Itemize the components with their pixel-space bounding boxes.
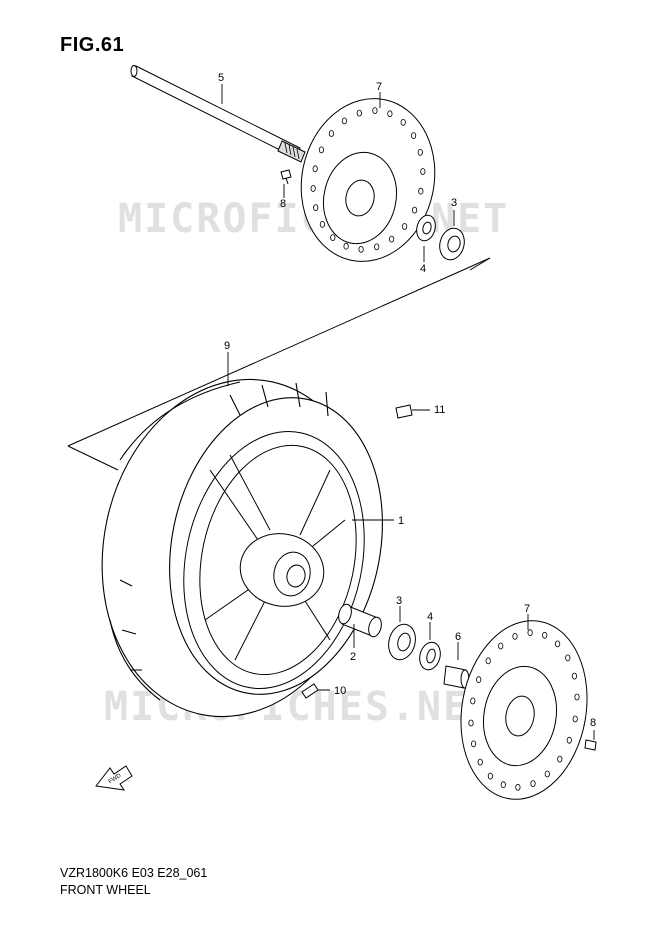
- disc-hole: [343, 242, 349, 250]
- disc-hole: [565, 654, 571, 662]
- callout-11: 11: [434, 404, 445, 416]
- callout-5: 5: [218, 72, 224, 84]
- disc-hole: [512, 633, 518, 640]
- disc-hole: [476, 676, 482, 684]
- disc-hole: [418, 187, 424, 195]
- disc-hole: [566, 736, 572, 744]
- disc-hole: [401, 223, 408, 230]
- disc-hole: [400, 119, 406, 126]
- disc-hole: [574, 693, 580, 701]
- disc-hole: [356, 109, 362, 117]
- disc-hole: [530, 780, 536, 787]
- disc-hole: [328, 130, 334, 137]
- bolt-lower: [584, 739, 597, 751]
- disc-hole: [470, 740, 477, 748]
- callout-7-upper: 7: [376, 81, 382, 93]
- brake-disc-lower: [460, 620, 588, 800]
- callout-2: 2: [350, 651, 356, 663]
- disc-hole: [470, 697, 476, 705]
- disc-hole: [515, 783, 521, 791]
- disc-hole: [554, 640, 561, 648]
- disc-hole: [571, 672, 578, 680]
- callout-8-upper: 8: [280, 198, 286, 210]
- tire-valve: [301, 683, 330, 699]
- disc-hole: [477, 758, 483, 766]
- bolt-upper: [280, 169, 292, 185]
- disc-hole: [410, 132, 417, 140]
- forward-arrow-icon: FWD: [95, 765, 133, 791]
- wheel-rim: [183, 431, 365, 689]
- callout-6: 6: [455, 631, 461, 643]
- callout-1: 1: [398, 515, 404, 527]
- bearing-lower: [388, 623, 416, 661]
- oil-seal-upper: [416, 214, 436, 242]
- disc-hole: [485, 657, 491, 665]
- disc-hole: [468, 719, 474, 727]
- disc-hole: [411, 206, 418, 214]
- disc-hole: [388, 235, 395, 243]
- balance-weight: [395, 404, 430, 419]
- figure-title: FIG.61: [60, 34, 125, 56]
- disc-hole: [420, 168, 426, 175]
- disc-hole: [374, 243, 380, 251]
- disc-hole: [544, 770, 550, 778]
- disc-hole: [330, 234, 336, 242]
- disc-hole: [572, 715, 578, 723]
- disc-hole: [387, 110, 393, 118]
- spacer: [338, 603, 382, 638]
- disc-hole: [358, 245, 364, 253]
- disc-hole: [487, 772, 493, 780]
- disc-hole: [542, 631, 548, 639]
- callout-8-lower: 8: [590, 717, 596, 729]
- callout-9: 9: [224, 340, 230, 352]
- disc-hole: [500, 781, 506, 789]
- leader-lines: [221, 84, 595, 740]
- disc-hole: [319, 220, 325, 228]
- oil-seal-lower: [419, 641, 441, 671]
- disc-hole: [312, 165, 318, 173]
- section-name: FRONT WHEEL: [60, 883, 151, 897]
- axle: [130, 65, 306, 163]
- disc-hole: [310, 185, 316, 192]
- disc-hole: [313, 204, 319, 212]
- spacer-collar: [443, 665, 470, 689]
- callout-3-lower: 3: [396, 595, 402, 607]
- brake-disc-upper: [300, 98, 436, 262]
- disc-hole: [557, 755, 563, 763]
- callout-4-lower: 4: [427, 611, 433, 623]
- disc-hole: [527, 629, 533, 637]
- disc-hole: [498, 642, 504, 650]
- callout-3-upper: 3: [451, 197, 457, 209]
- model-code: VZR1800K6 E03 E28_061: [60, 866, 208, 880]
- callout-4-upper: 4: [420, 263, 426, 275]
- bearing-upper: [439, 227, 465, 261]
- disc-hole: [318, 146, 324, 154]
- callout-7-lower: 7: [524, 603, 530, 615]
- disc-hole: [341, 117, 347, 125]
- disc-hole: [417, 148, 423, 156]
- assembly-outline: [67, 257, 491, 471]
- disc-hole: [372, 107, 378, 114]
- callout-10: 10: [334, 685, 346, 697]
